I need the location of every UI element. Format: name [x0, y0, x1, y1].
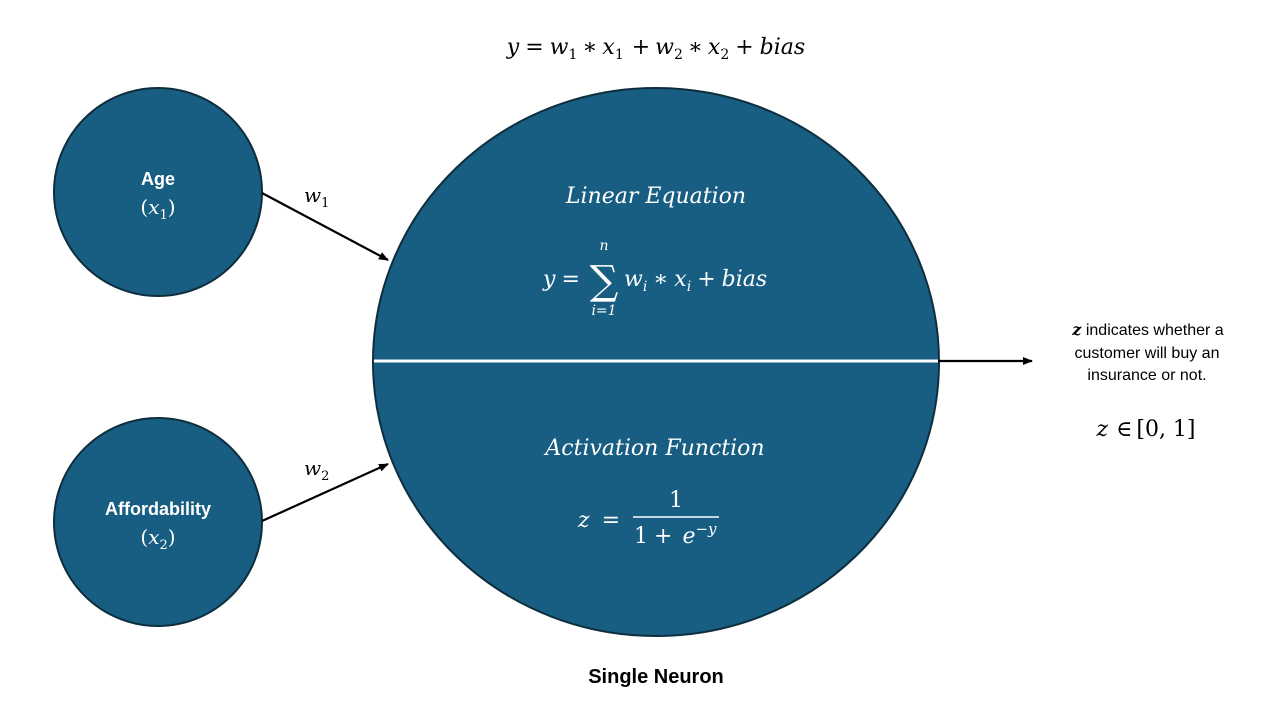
input-node-affordability: Affordability (x2): [53, 417, 263, 627]
linear-eq-lhs: y=: [542, 267, 580, 292]
fraction-numerator: 1: [669, 488, 683, 513]
input-label-affordability: Affordability: [105, 499, 211, 519]
input-label-age: Age: [141, 169, 175, 189]
output-description-line-2: customer will buy an: [1075, 345, 1220, 362]
input-circle-age: [53, 87, 263, 297]
neuron: Linear Equation y= ∑ n i=1 wi∗xi+bias Ac…: [372, 87, 940, 637]
output-range: z∈[0, 1]: [1095, 417, 1195, 442]
neuron-caption: Single Neuron: [588, 666, 724, 688]
activation-eq-lhs: z=: [577, 508, 620, 533]
linear-eq-rhs: wi∗xi+bias: [624, 267, 767, 295]
activation-function-title: Activation Function: [543, 436, 764, 461]
input-circle-affordability: [53, 417, 263, 627]
output-description-line-1: z indicates whether a: [1071, 320, 1224, 339]
input-var-age: (x1): [140, 195, 175, 223]
weight-arrow-1: [261, 192, 389, 261]
weight-label-2: w2: [304, 456, 329, 484]
linear-equation-title: Linear Equation: [565, 184, 746, 209]
sigma-icon: ∑: [590, 258, 619, 304]
weight-arrow-2: [261, 462, 389, 523]
linear-equation: y= ∑ n i=1 wi∗xi+bias: [542, 238, 767, 319]
sigma-upper-limit: n: [599, 238, 608, 254]
activation-equation: z= 1 1+e−y: [577, 488, 719, 549]
top-equation: y=w1∗x1+w2∗x2+bias: [506, 35, 805, 63]
input-var-affordability: (x2): [140, 525, 175, 553]
output-description-line-3: insurance or not.: [1087, 367, 1206, 384]
weight-label-1: w1: [304, 183, 329, 211]
fraction-denominator: 1+e−y: [634, 520, 717, 549]
input-node-age: Age (x1): [53, 87, 263, 297]
sigma-lower-limit: i=1: [591, 303, 616, 319]
